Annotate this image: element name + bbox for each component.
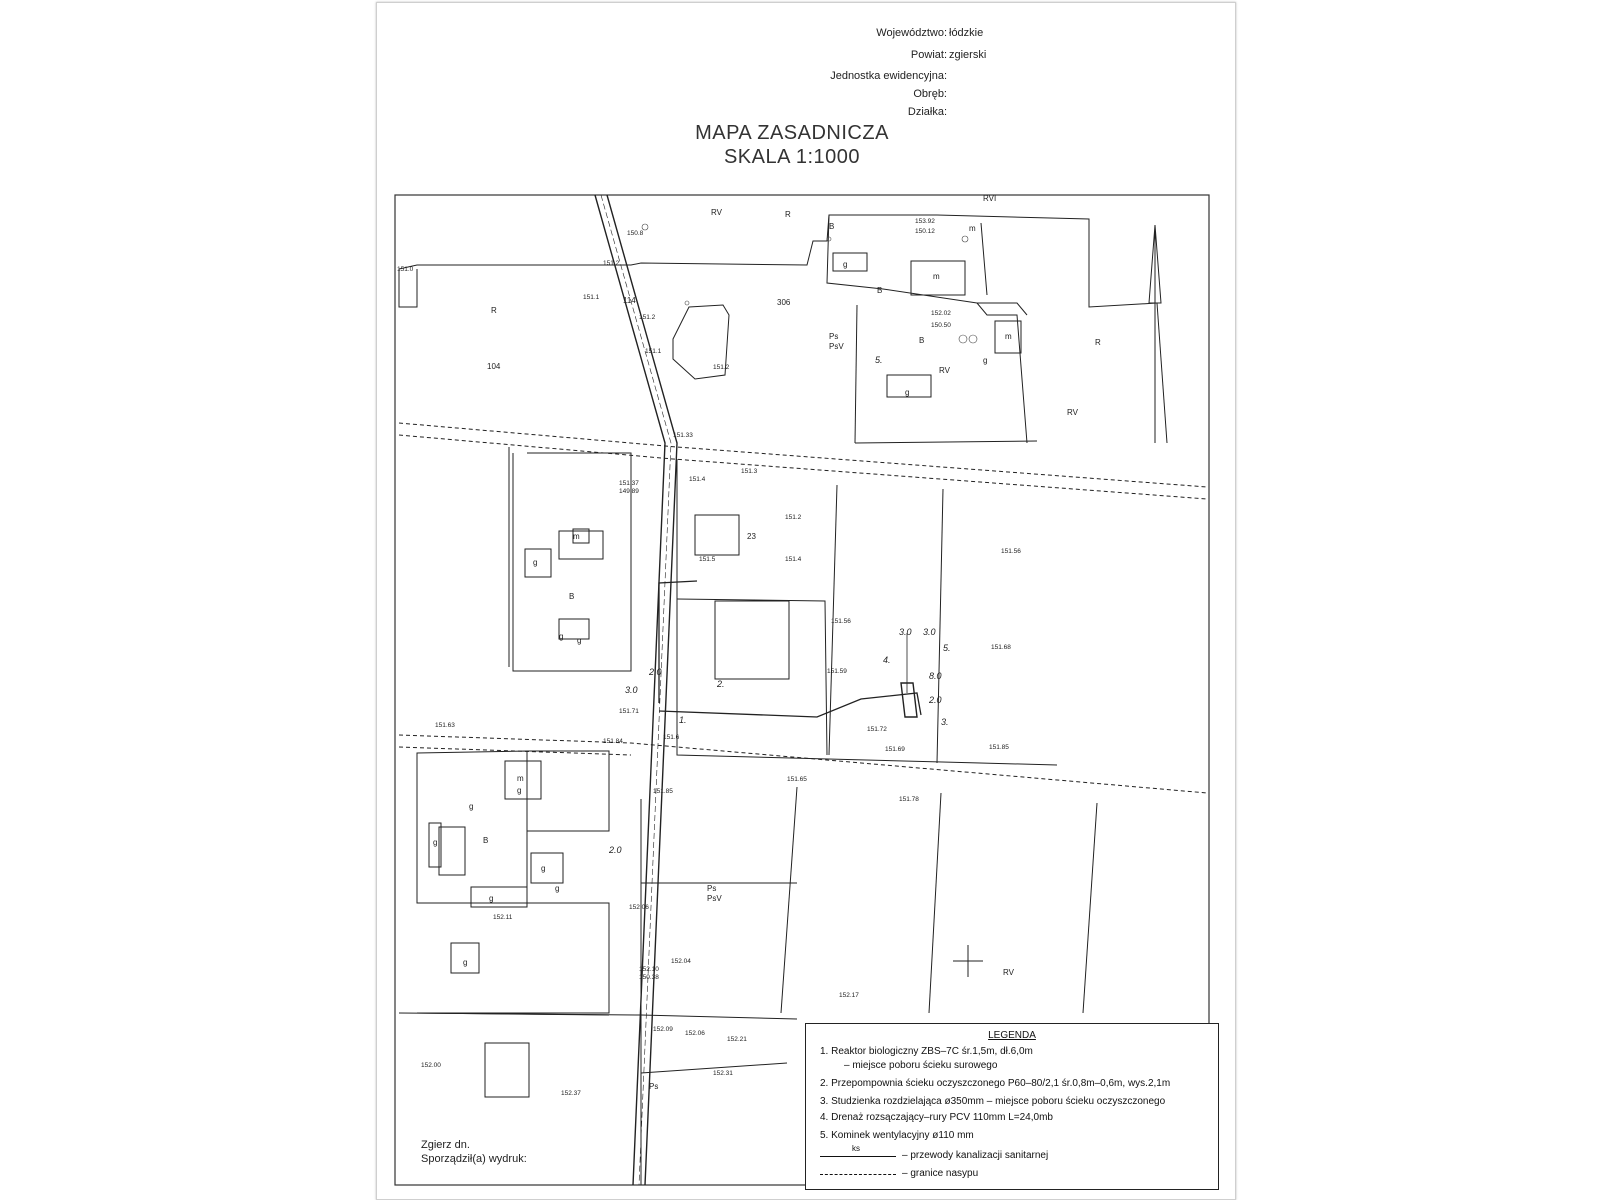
field-label-jednostka: Jednostka ewidencyjna:: [830, 70, 947, 82]
legend-line-embankment-label: – granice nasypu: [902, 1168, 979, 1179]
legend-box: LEGENDA 1. Reaktor biologiczny ZBS–7C śr…: [805, 1023, 1219, 1190]
legend-line-sewer-label: – przewody kanalizacji sanitarnej: [902, 1150, 1049, 1161]
map-title-scale: SKALA 1:1000: [723, 146, 861, 168]
legend-item-1: 1. Reaktor biologiczny ZBS–7C śr.1,5m, d…: [820, 1046, 1033, 1057]
map-sheet: Województwo: łódzkie Powiat: zgierski Je…: [376, 2, 1236, 1200]
legend-line-sewer: [820, 1156, 896, 1157]
legend-line-code: ks: [852, 1144, 860, 1153]
map-title-line1: MAPA ZASADNICZA: [695, 122, 889, 144]
field-value-powiat: zgierski: [949, 49, 987, 61]
field-label-wojewodztwo: Województwo:: [876, 27, 947, 39]
legend-item-4: 4. Drenaż rozsączający–rury PCV 110mm L=…: [820, 1112, 1053, 1123]
footer-date: Zgierz dn.: [421, 1139, 470, 1151]
legend-item-5: 5. Kominek wentylacyjny ø110 mm: [820, 1130, 974, 1141]
legend-item-1-sub: – miejsce poboru ścieku surowego: [844, 1060, 998, 1071]
legend-item-2: 2. Przepompownia ścieku oczyszczonego P6…: [820, 1078, 1171, 1089]
map-title: MAPA ZASADNICZA SKALA 1:1000: [677, 121, 907, 169]
legend-title: LEGENDA: [988, 1030, 1036, 1041]
field-label-obreb: Obręb:: [913, 88, 947, 100]
field-label-powiat: Powiat:: [910, 49, 947, 61]
header-fields: Województwo: łódzkie Powiat: zgierski Je…: [377, 3, 1235, 123]
legend-line-embankment: [820, 1174, 896, 1175]
map-drawing: [394, 194, 1210, 1186]
legend-item-3: 3. Studzienka rozdzielająca ø350mm – mie…: [820, 1096, 1166, 1107]
field-label-dzialka: Działka:: [907, 106, 947, 118]
field-value-wojewodztwo: łódzkie: [949, 27, 984, 39]
footer-printed-by: Sporządził(a) wydruk:: [421, 1153, 527, 1165]
